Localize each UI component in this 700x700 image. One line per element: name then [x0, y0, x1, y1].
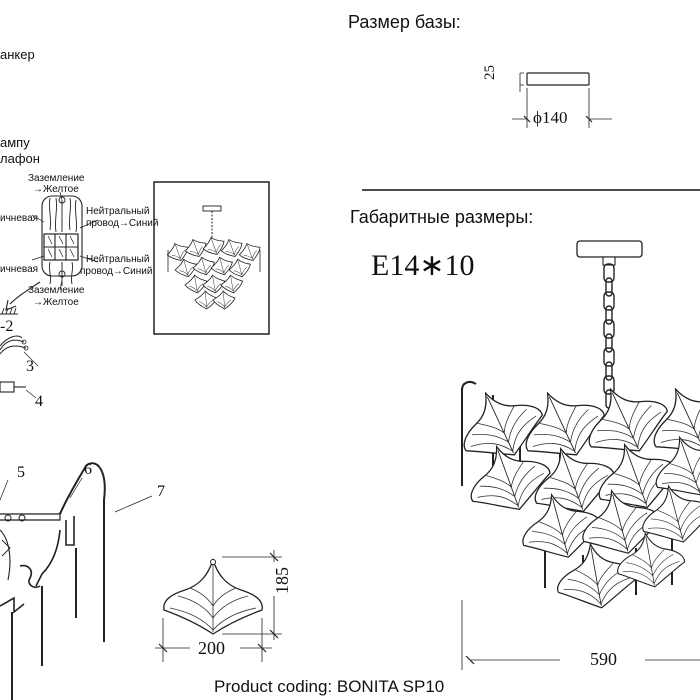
ground-top-label-1: Заземление [28, 173, 85, 184]
neutral-top-label-2: провод→Синий [86, 218, 159, 229]
part-7-label: 7 [157, 483, 165, 500]
phase-top-label: ичневая [0, 213, 39, 224]
bulb-spec: E14∗10 [371, 249, 475, 282]
base-size-heading: Размер базы: [348, 12, 461, 32]
part-2-label: -2 [0, 318, 14, 335]
leaf-width-dimension: 200 [198, 638, 225, 658]
chandelier-drawing [446, 240, 700, 616]
base-height-dimension: 25 [482, 65, 498, 80]
phase-bottom-label: ичневая [0, 264, 39, 275]
part-6-label: 6 [84, 461, 92, 478]
ground-bottom-label-2: →Желтое [33, 297, 79, 308]
leaf-dimension-drawing [155, 550, 282, 662]
lamp-label: ампу [0, 135, 30, 150]
part-3-label: 3 [26, 358, 34, 375]
overall-size-heading: Габаритные размеры: [350, 207, 534, 227]
product-coding: Product coding: BONITA SP10 [214, 677, 445, 696]
anchor-label: анкер [0, 47, 35, 62]
overall-width-dimension: 590 [590, 649, 617, 669]
base-diameter-dimension: ϕ140 [533, 108, 568, 127]
assembly-exploded-view [0, 462, 153, 700]
neutral-bottom-label-2: провод→Синий [80, 266, 153, 277]
wiring-diagram [0, 191, 99, 399]
shade-label: лафон [0, 151, 40, 166]
framed-thumbnail [153, 181, 270, 335]
leaf-height-dimension: 185 [272, 567, 292, 594]
width-dimension-lines [461, 600, 700, 670]
neutral-bottom-label-1: Нейтральный [86, 254, 150, 265]
part-4-label: 4 [35, 393, 43, 410]
neutral-top-label-1: Нейтральный [86, 206, 150, 217]
part-5-label: 5 [17, 464, 25, 481]
ground-top-label-2: →Желтое [33, 184, 79, 195]
base-drawing [512, 72, 612, 128]
ground-bottom-label-1: Заземление [28, 285, 85, 296]
